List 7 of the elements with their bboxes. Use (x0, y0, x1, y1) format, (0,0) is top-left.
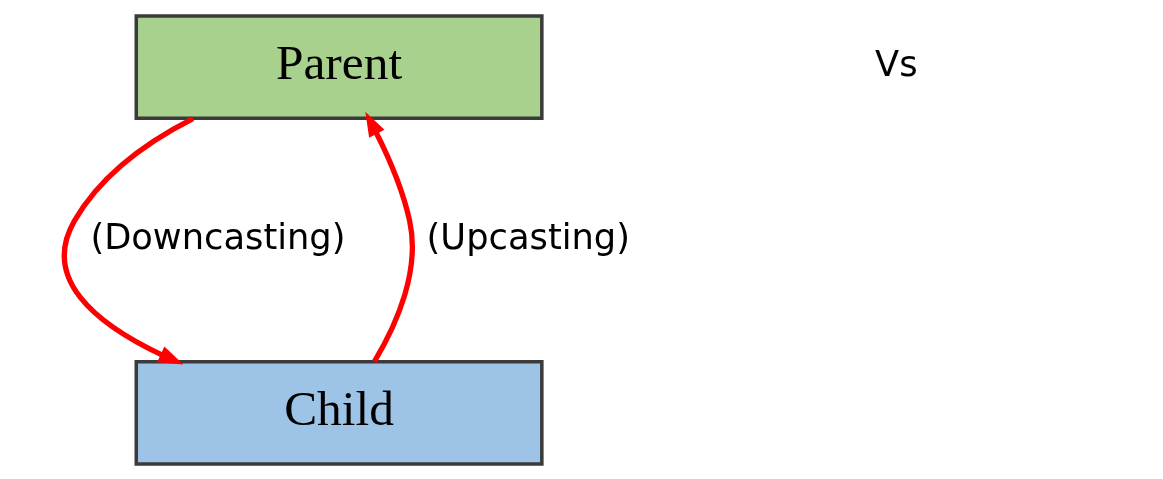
edge-label: (Downcasting) (90, 215, 346, 257)
edge-label: (Upcasting) (426, 215, 630, 257)
label: Vs (875, 42, 918, 84)
node-box: Child (134, 359, 544, 466)
node-box: Parent (134, 13, 544, 120)
arrow (62, 115, 195, 365)
arrow (365, 111, 415, 363)
